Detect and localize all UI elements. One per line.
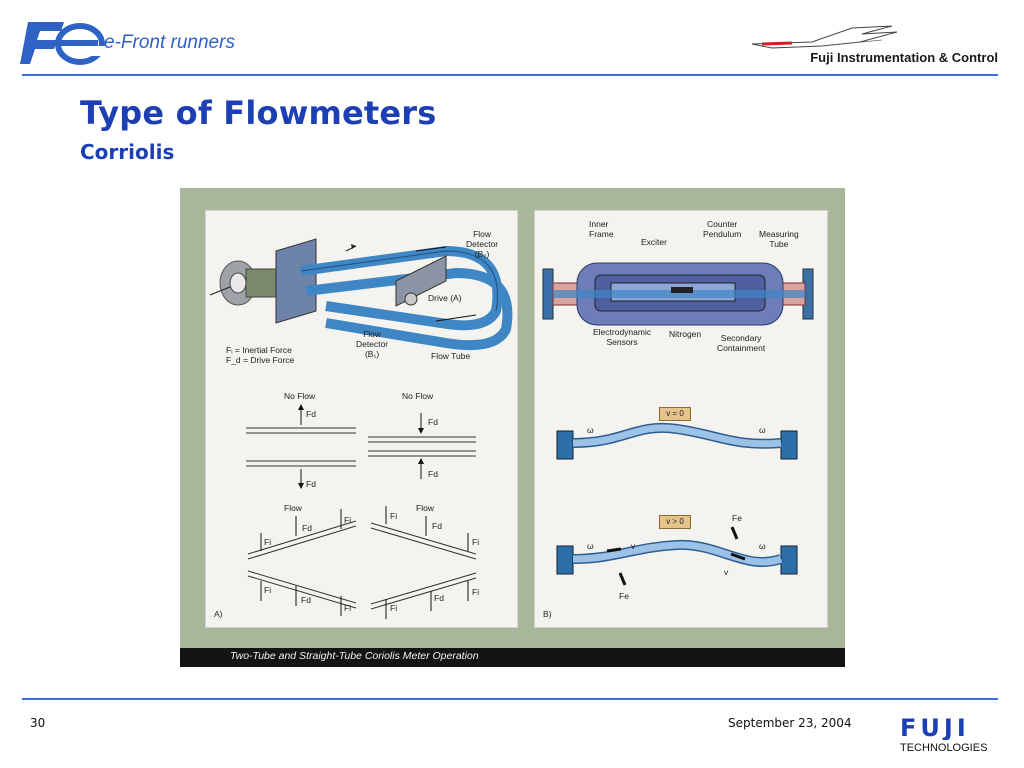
label-fd: Fd xyxy=(428,469,438,479)
velocity-label: v xyxy=(724,567,729,577)
company-name: Fuji Instrumentation & Control xyxy=(810,50,998,65)
header-divider xyxy=(22,74,998,76)
label-flow-left: Flow xyxy=(284,503,302,513)
label-fi: Fi xyxy=(264,585,272,595)
footer-divider xyxy=(22,698,998,700)
omega-label: ω xyxy=(587,425,594,435)
page-number: 30 xyxy=(30,716,46,730)
label-fd: Fd xyxy=(306,479,316,489)
figure-caption: Two-Tube and Straight-Tube Coriolis Mete… xyxy=(230,650,479,662)
omega-label: ω xyxy=(587,541,594,551)
legend-inertial-force: Fᵢ = Inertial Force xyxy=(226,345,292,355)
coriolis-figure: Flow Detector (B₂) Drive (A) Flow Detect… xyxy=(180,188,845,667)
omega-label: ω xyxy=(759,425,766,435)
label-fi: Fi xyxy=(264,537,272,547)
omega-label: ω xyxy=(759,541,766,551)
panel-a: Flow Detector (B₂) Drive (A) Flow Detect… xyxy=(205,210,518,628)
label-fd: Fd xyxy=(302,523,312,533)
label-flow-detector-b2: Flow Detector (B₂) xyxy=(466,229,499,259)
fe-label: Fe xyxy=(619,591,629,601)
label-inner-frame: Inner Frame xyxy=(589,219,614,239)
panel-a-tag: A) xyxy=(214,609,223,619)
figure-caption-bar: Two-Tube and Straight-Tube Coriolis Mete… xyxy=(180,648,845,667)
fe-label: Fe xyxy=(732,513,742,523)
label-no-flow-left: No Flow xyxy=(284,391,316,401)
label-fd: Fd xyxy=(301,595,311,605)
fuji-wordmark: FUJI xyxy=(900,714,970,740)
label-electrodynamic-sensors: Electrodynamic Sensors xyxy=(593,327,652,347)
label-fd: Fd xyxy=(432,521,442,531)
label-fi: Fi xyxy=(390,511,398,521)
label-fi: Fi xyxy=(472,537,480,547)
straight-tube-meter-illustration xyxy=(542,262,814,586)
fuji-technologies: TECHNOLOGIES xyxy=(900,742,988,754)
velocity-zero-badge: v = 0 xyxy=(659,407,691,421)
label-drive-a: Drive (A) xyxy=(428,293,462,303)
fe-logo xyxy=(20,22,106,65)
label-flow-detector-b1: Flow Detector (B₁) xyxy=(356,329,389,359)
fuji-logo: FUJI xyxy=(900,714,970,740)
velocity-label: v xyxy=(631,541,636,551)
panel-b: Inner Frame Exciter Counter Pendulum Mea… xyxy=(534,210,828,628)
label-fi: Fi xyxy=(344,515,352,525)
slide-subtitle: Corriolis xyxy=(80,140,175,164)
label-fd: Fd xyxy=(306,409,316,419)
jet-plane-logo xyxy=(752,25,898,49)
label-fi: Fi xyxy=(344,603,352,613)
label-flow-right: Flow xyxy=(416,503,434,513)
label-fd: Fd xyxy=(434,593,444,603)
panel-b-tag: B) xyxy=(543,609,552,619)
footer-date: September 23, 2004 xyxy=(728,716,852,730)
legend-drive-force: F_d = Drive Force xyxy=(226,355,295,365)
two-tube-meter-illustration xyxy=(209,238,513,619)
label-nitrogen: Nitrogen xyxy=(669,329,702,339)
label-counter-pendulum: Counter Pendulum xyxy=(703,219,742,239)
slide-title: Type of Flowmeters xyxy=(80,94,437,132)
label-fi: Fi xyxy=(472,587,480,597)
label-measuring-tube: Measuring Tube xyxy=(759,229,799,249)
label-fd: Fd xyxy=(428,417,438,427)
brand-tagline: e-Front runners xyxy=(104,32,235,53)
label-exciter: Exciter xyxy=(641,237,667,247)
velocity-positive-badge: v > 0 xyxy=(659,515,691,529)
label-no-flow-right: No Flow xyxy=(402,391,434,401)
label-fi: Fi xyxy=(390,603,398,613)
label-secondary-containment: Secondary Containment xyxy=(717,333,766,353)
label-flow-tube: Flow Tube xyxy=(431,351,471,361)
